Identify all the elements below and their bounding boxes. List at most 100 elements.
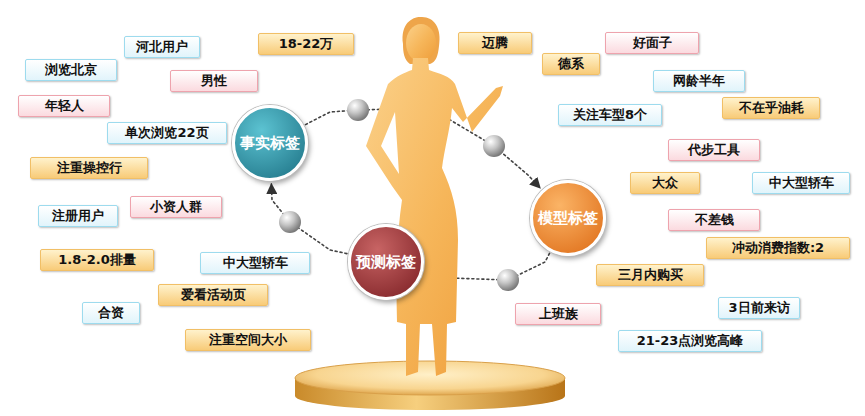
tag-text: 中大型轿车 <box>769 175 834 191</box>
text-group: 好面子 <box>633 35 672 51</box>
tag-label: 大众 <box>630 172 700 194</box>
tag-label: 浏览北京 <box>25 59 117 81</box>
tag-text: 迈腾 <box>482 35 508 51</box>
tag-label: 冲动消费指数:2 <box>706 237 850 259</box>
tag-label: 河北用户 <box>124 36 200 58</box>
tag-label: 中大型轿车 <box>752 172 850 194</box>
tag-label: 爱看活动页 <box>158 284 268 306</box>
text-group: 注册用户 <box>52 208 104 224</box>
tag-label: 三月内购买 <box>596 264 704 286</box>
text-group: 男性 <box>201 73 227 89</box>
tag-text: 关注车型8个 <box>573 107 647 123</box>
gray-ball <box>497 269 519 291</box>
text-group: 1.8-2.0排量 <box>58 252 135 268</box>
hair <box>403 17 440 64</box>
gray-ball <box>279 211 301 233</box>
pedestal-top <box>295 361 565 395</box>
tag-label: 网龄半年 <box>653 70 745 92</box>
text-group: 不在乎油耗 <box>739 100 804 116</box>
tag-text: 年轻人 <box>45 98 84 114</box>
text-group: 上班族 <box>539 306 578 322</box>
text-group: 21-23点浏览高峰 <box>637 333 744 349</box>
tag-label: 21-23点浏览高峰 <box>618 330 762 352</box>
tag-text: 小资人群 <box>150 199 202 215</box>
tag-label: 年轻人 <box>18 95 110 117</box>
text-group: 代步工具 <box>688 142 740 158</box>
tag-text: 不差钱 <box>695 212 734 228</box>
text-group: 爱看活动页 <box>181 287 246 303</box>
tag-text: 注重空间大小 <box>209 332 287 348</box>
cycle-arrow <box>271 184 347 254</box>
tag-text: 好面子 <box>633 35 672 51</box>
tag-label: 合资 <box>82 302 140 324</box>
text-group: 注重操控行 <box>57 160 122 176</box>
tag-label: 小资人群 <box>130 196 222 218</box>
tag-category-circle: 事实标签 <box>232 105 308 181</box>
tag-text: 合资 <box>98 305 124 321</box>
tag-label: 迈腾 <box>458 32 532 54</box>
tag-text: 3日前来访 <box>728 300 789 316</box>
text-group: 中大型轿车 <box>223 255 288 271</box>
category-name: 模型标签 <box>538 209 598 227</box>
text-group: 事实标签 <box>240 134 300 152</box>
tag-label: 注重操控行 <box>30 157 148 179</box>
text-group: 三月内购买 <box>618 267 683 283</box>
tag-category-circle: 预测标签 <box>348 224 424 300</box>
tag-label: 3日前来访 <box>718 297 800 319</box>
tag-text: 注重操控行 <box>57 160 122 176</box>
head <box>406 24 436 62</box>
tag-text: 代步工具 <box>688 142 740 158</box>
tag-text: 德系 <box>558 56 584 72</box>
text-group: 小资人群 <box>150 199 202 215</box>
text-group: 18-22万 <box>279 36 334 52</box>
body <box>366 58 503 376</box>
tag-label: 上班族 <box>515 303 601 325</box>
tag-text: 18-22万 <box>279 36 334 52</box>
tag-text: 大众 <box>652 175 678 191</box>
text-group: 中大型轿车 <box>769 175 834 191</box>
text-group: 迈腾 <box>482 35 508 51</box>
text-group: 注重空间大小 <box>209 332 287 348</box>
tag-text: 三月内购买 <box>618 267 683 283</box>
tag-label: 不差钱 <box>668 209 760 231</box>
tag-text: 爱看活动页 <box>181 287 246 303</box>
text-group: 合资 <box>98 305 124 321</box>
tag-label: 注重空间大小 <box>185 329 311 351</box>
text-group: 单次浏览22页 <box>125 125 208 141</box>
tag-label: 代步工具 <box>668 139 760 161</box>
text-group: 冲动消费指数:2 <box>732 240 824 256</box>
text-group: 年轻人 <box>45 98 84 114</box>
category-name: 预测标签 <box>356 253 416 271</box>
text-group: 3日前来访 <box>728 300 789 316</box>
tag-text: 1.8-2.0排量 <box>58 252 135 268</box>
tag-text: 21-23点浏览高峰 <box>637 333 744 349</box>
text-group: 模型标签 <box>538 209 598 227</box>
text-group: 德系 <box>558 56 584 72</box>
text-group: 浏览北京 <box>45 62 97 78</box>
tag-text: 单次浏览22页 <box>125 125 208 141</box>
tag-text: 浏览北京 <box>45 62 97 78</box>
tag-text: 上班族 <box>539 306 578 322</box>
text-group: 预测标签 <box>356 253 416 271</box>
tag-text: 不在乎油耗 <box>739 100 804 116</box>
tag-label: 单次浏览22页 <box>107 122 227 144</box>
tag-text: 冲动消费指数:2 <box>732 240 824 256</box>
gray-ball <box>347 99 369 121</box>
tag-label: 男性 <box>170 70 258 92</box>
tag-category-circle: 模型标签 <box>530 180 606 256</box>
text-group: 河北用户 <box>136 39 188 55</box>
text-group: 不差钱 <box>695 212 734 228</box>
category-name: 事实标签 <box>240 134 300 152</box>
tag-label: 18-22万 <box>258 33 354 55</box>
tag-text: 注册用户 <box>52 208 104 224</box>
tag-label: 1.8-2.0排量 <box>40 249 154 271</box>
tag-text: 网龄半年 <box>673 73 725 89</box>
tag-label: 好面子 <box>605 32 699 54</box>
text-group: 网龄半年 <box>673 73 725 89</box>
tag-text: 男性 <box>201 73 227 89</box>
tag-label: 关注车型8个 <box>558 104 662 126</box>
gray-ball <box>483 135 505 157</box>
tag-label: 德系 <box>542 53 600 75</box>
text-group: 关注车型8个 <box>573 107 647 123</box>
